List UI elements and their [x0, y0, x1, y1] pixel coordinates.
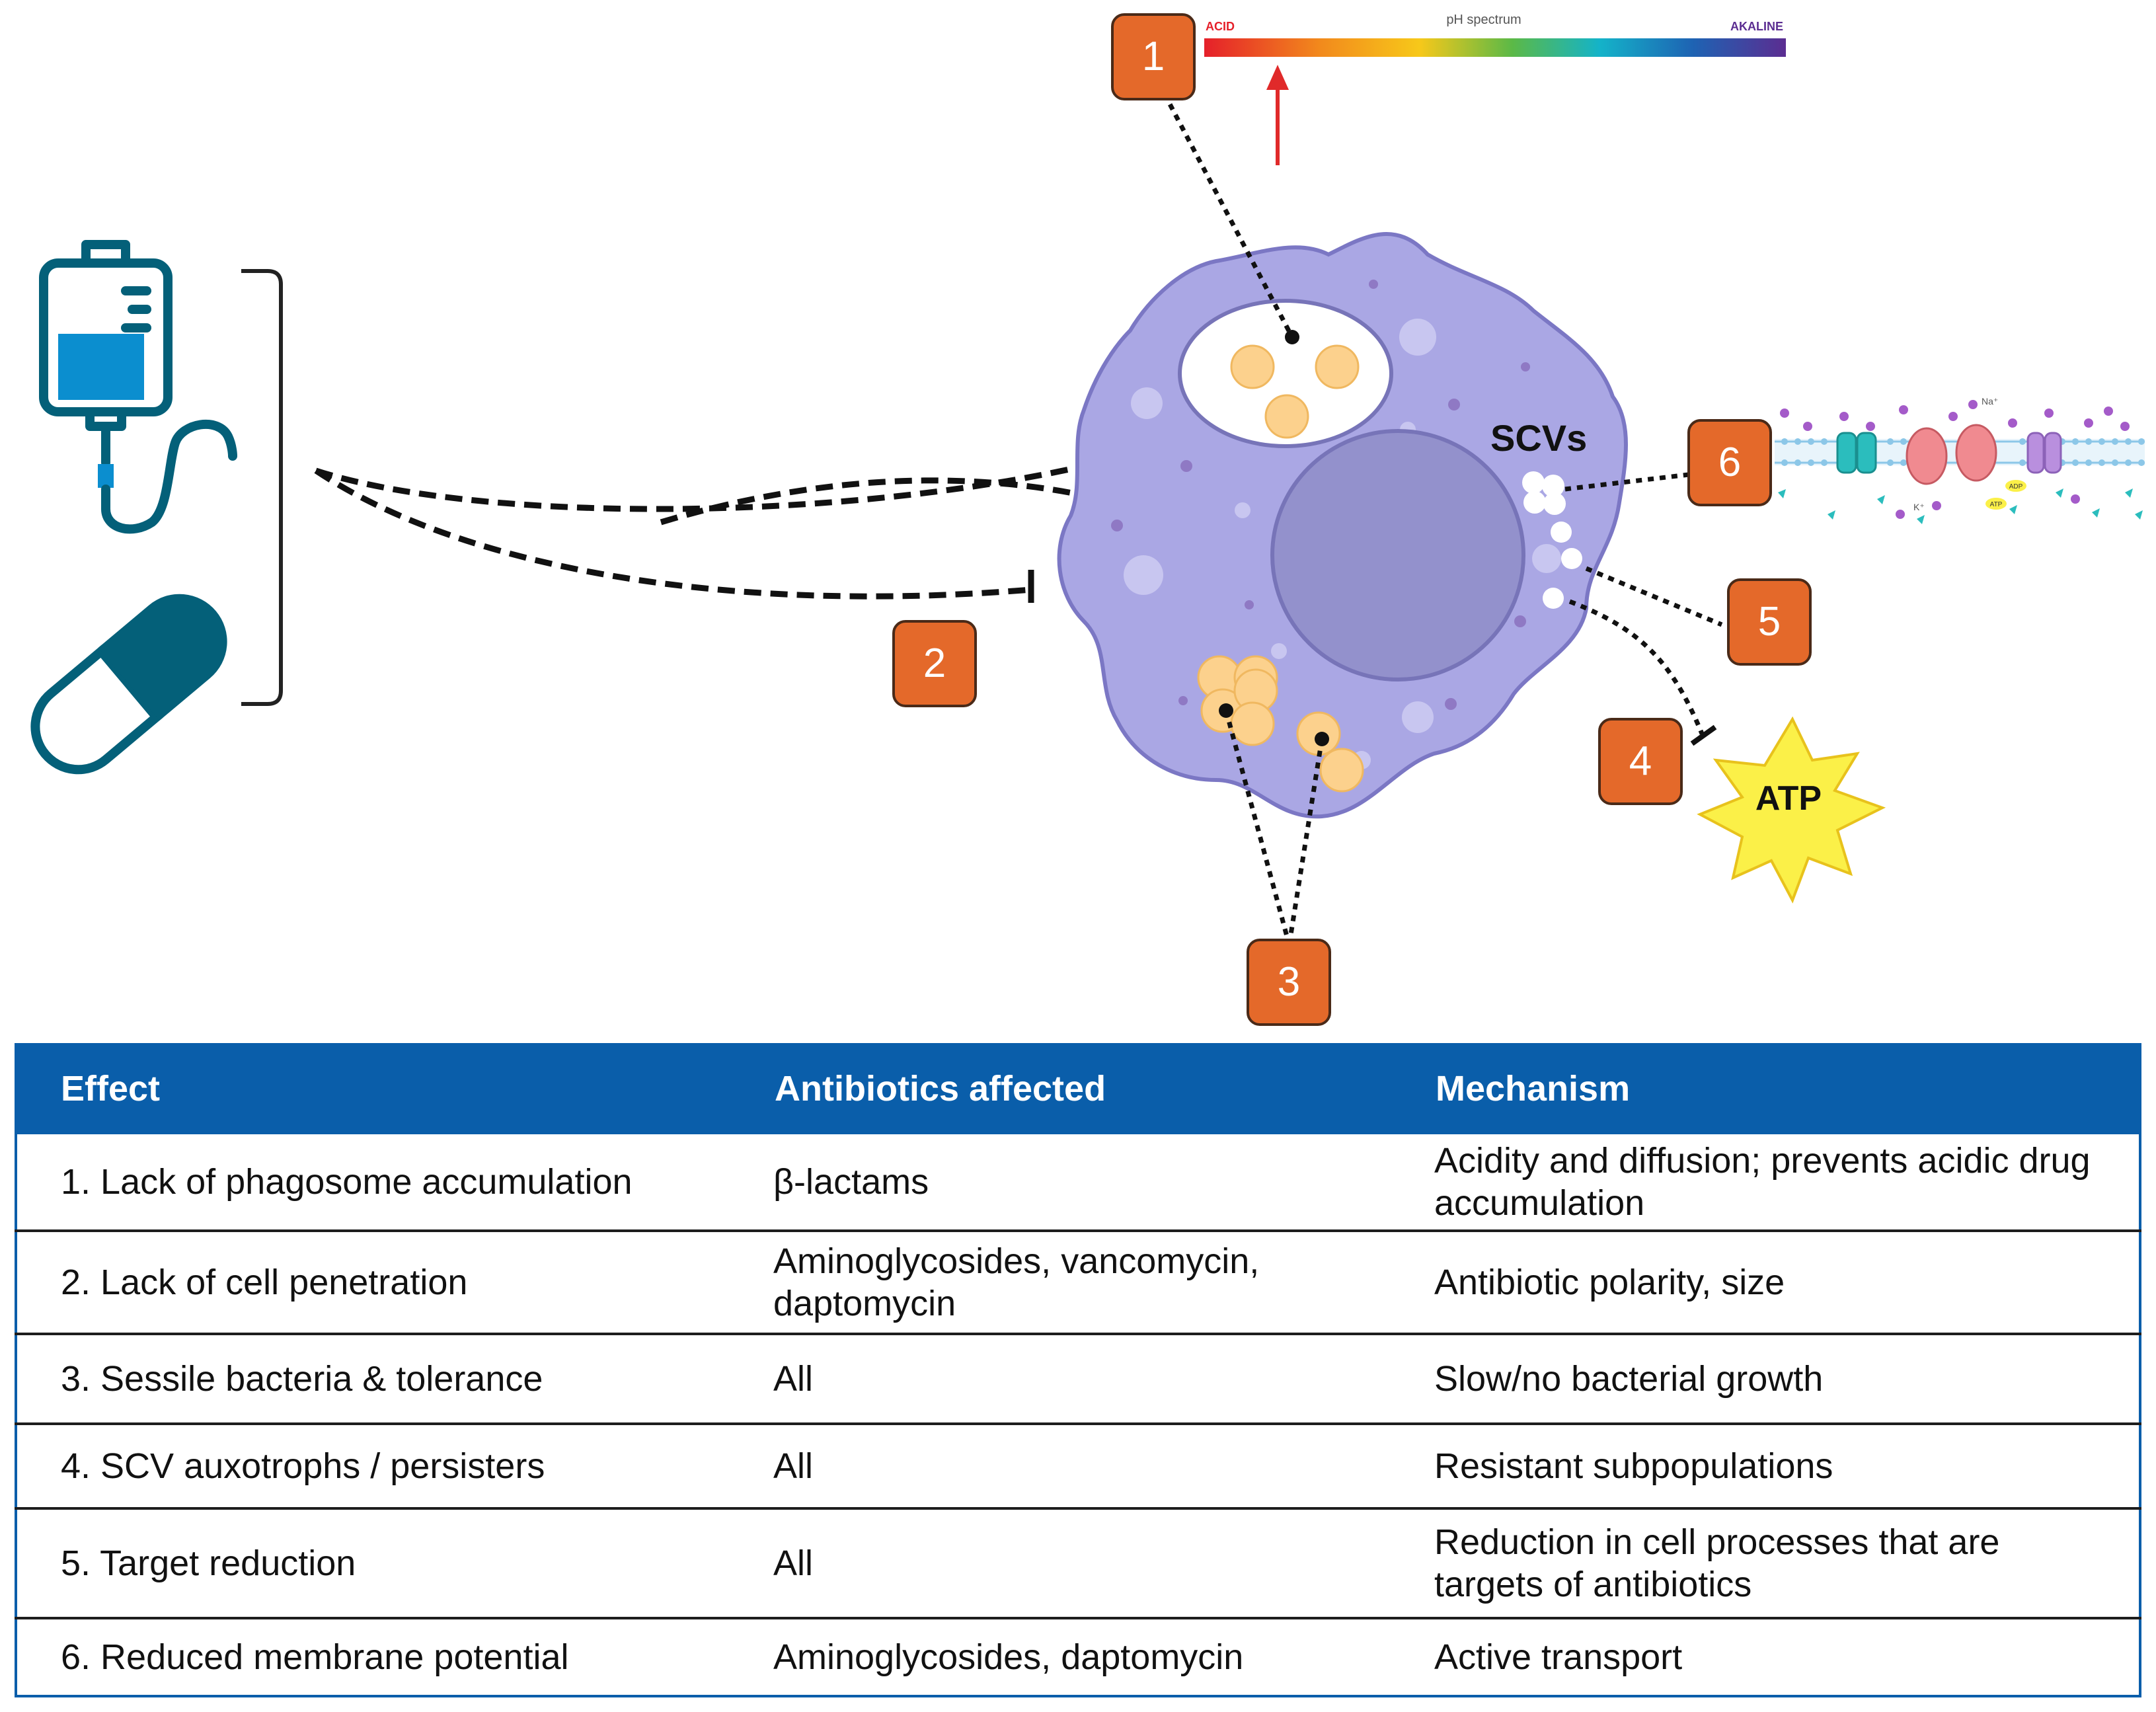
- acid-arrow-head: [1266, 65, 1289, 90]
- iv-bag-icon: [39, 240, 237, 534]
- phagosome: [1178, 299, 1393, 448]
- drug-arrows: [314, 438, 1176, 600]
- macrophage-cell: [1057, 232, 1628, 819]
- sessile-bacteria-cluster: [1197, 655, 1364, 793]
- mechanism-cell: Acidity and diffusion; prevents acidic d…: [1391, 1132, 2141, 1232]
- mechanism-cell: Antibiotic polarity, size: [1391, 1229, 2141, 1335]
- table-row: 2. Lack of cell penetration Aminoglycosi…: [15, 1229, 2141, 1335]
- na-k-pump: [1955, 424, 1997, 482]
- bacterium: [1315, 344, 1360, 389]
- membrane-potential-inset: Na⁺ K⁺ ADP ATP: [1775, 396, 2145, 524]
- table-header-row: Effect Antibiotics affected Mechanism: [15, 1043, 2141, 1134]
- block-bar-atp: [1690, 724, 1717, 746]
- atp-small-label: ATP: [1990, 501, 2003, 508]
- drug-bracket: [241, 269, 283, 706]
- svg-text:3: 3: [1278, 959, 1300, 1005]
- table-row: 5. Target reduction All Reduction in cel…: [15, 1507, 2141, 1619]
- diagram-canvas: pH spectrum ACID AKALINE: [30, 13, 2145, 1026]
- antibiotics-cell: Aminoglycosides, daptomycin: [730, 1617, 1391, 1697]
- ion-channel: [1856, 432, 1877, 474]
- bacterium: [1264, 394, 1309, 439]
- marker-3: 3: [1247, 939, 1331, 1026]
- svg-text:6: 6: [1718, 440, 1741, 485]
- marker-5: 5: [1727, 578, 1812, 666]
- effect-cell: 5. Target reduction: [15, 1507, 730, 1619]
- k-label: K⁺: [1913, 502, 1925, 512]
- marker-4: 4: [1598, 718, 1683, 805]
- mechanism-cell: Slow/no bacterial growth: [1391, 1333, 2141, 1425]
- ph-spectrum: pH spectrum ACID AKALINE: [1204, 13, 1786, 165]
- table-row: 4. SCV auxotrophs / persisters All Resis…: [15, 1422, 2141, 1510]
- svg-text:1: 1: [1142, 34, 1165, 79]
- ph-title: pH spectrum: [1446, 13, 1521, 27]
- table-row: 6. Reduced membrane potential Aminoglyco…: [15, 1617, 2141, 1697]
- antibiotics-cell: All: [730, 1507, 1391, 1619]
- table-row: 1. Lack of phagosome accumulation β-lact…: [15, 1132, 2141, 1232]
- atp-label: ATP: [1755, 779, 1822, 818]
- ion-channel: [2044, 432, 2062, 474]
- antibiotics-cell: β-lactams: [730, 1132, 1391, 1232]
- antibiotics-cell: All: [730, 1333, 1391, 1425]
- leader-dots: [1219, 330, 1329, 746]
- ph-gradient-bar: [1204, 38, 1786, 57]
- effect-cell: 4. SCV auxotrophs / persisters: [15, 1422, 730, 1510]
- nucleus: [1270, 429, 1525, 681]
- effects-table: Effect Antibiotics affected Mechanism 1.…: [15, 1043, 2141, 1697]
- scvs-label: SCVs: [1490, 417, 1587, 459]
- svg-text:2: 2: [923, 641, 946, 686]
- ph-alkaline-label: AKALINE: [1730, 20, 1783, 33]
- atp-burst: ATP: [1697, 716, 1886, 904]
- capsule-icon: [30, 594, 227, 775]
- scv-cluster: [1522, 471, 1582, 609]
- mechanism-cell: Active transport: [1391, 1617, 2141, 1697]
- antibiotics-cell: All: [730, 1422, 1391, 1510]
- mechanism-cell: Resistant subpopulations: [1391, 1422, 2141, 1510]
- na-label: Na⁺: [1982, 396, 1998, 407]
- ph-acid-label: ACID: [1206, 20, 1235, 33]
- ion-channel: [1836, 432, 1857, 474]
- bacterium: [1230, 344, 1275, 389]
- effect-cell: 2. Lack of cell penetration: [15, 1229, 730, 1335]
- marker-1: 1: [1111, 13, 1196, 100]
- antibiotics-cell: Aminoglycosides, vancomycin, daptomycin: [730, 1229, 1391, 1335]
- mechanism-cell: Reduction in cell processes that are tar…: [1391, 1507, 2141, 1619]
- effect-cell: 6. Reduced membrane potential: [15, 1617, 730, 1697]
- marker-2: 2: [892, 620, 977, 707]
- effect-cell: 1. Lack of phagosome accumulation: [15, 1132, 730, 1232]
- marker-6: 6: [1687, 419, 1772, 506]
- leader-lines: [1151, 71, 1723, 939]
- header-mechanism: Mechanism: [1389, 1043, 2141, 1134]
- adp-label: ADP: [2009, 483, 2023, 490]
- na-k-pump: [1906, 427, 1948, 485]
- header-antibiotics: Antibiotics affected: [728, 1043, 1392, 1134]
- svg-text:4: 4: [1629, 738, 1652, 784]
- table-row: 3. Sessile bacteria & tolerance All Slow…: [15, 1333, 2141, 1425]
- svg-text:5: 5: [1758, 599, 1781, 644]
- ion-channel: [2026, 432, 2045, 474]
- header-effect: Effect: [15, 1043, 731, 1134]
- effect-cell: 3. Sessile bacteria & tolerance: [15, 1333, 730, 1425]
